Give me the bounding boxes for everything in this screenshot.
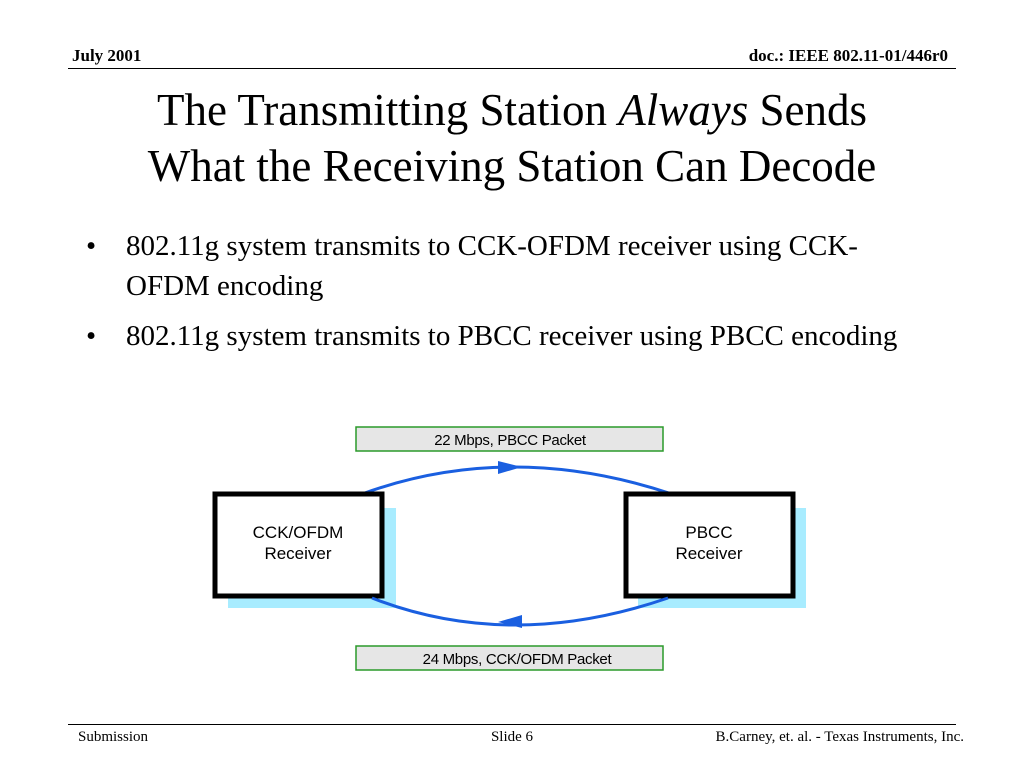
footer-slide-number: Slide 6 [490,729,534,745]
bottom-packet-box [355,645,664,671]
footer-authors: B.Carney, et. al. - Texas Instruments, I… [715,729,964,745]
top-packet-label: 22 Mbps, PBCC Packet [434,432,587,449]
top-packet-box [355,426,664,452]
bullet-list: • 802.11g system transmits to CCK-OFDM r… [86,226,926,366]
left-receiver-node [212,491,385,599]
bottom-packet-label: 24 Mbps, CCK/OFDM Packet [423,651,613,668]
header-date: July 2001 [72,46,142,65]
left-node-line1: CCK/OFDM [253,523,344,542]
header-doc-id: doc.: IEEE 802.11-01/446r0 [748,46,948,65]
bullet-item: • 802.11g system transmits to PBCC recei… [86,316,926,356]
footer-submission: Submission [78,729,149,745]
bullet-item: • 802.11g system transmits to CCK-OFDM r… [86,226,926,306]
right-node-line2: Receiver [675,544,742,563]
title-part1: The Transmitting Station [156,85,619,135]
header-rule [68,68,956,69]
footer-rule [68,724,956,725]
bottom-arrowhead-icon [498,615,522,628]
title-emphasis: Always [618,85,749,135]
left-node-line2: Receiver [264,544,331,563]
title-part2: Sends [748,85,868,135]
bullet-text: 802.11g system transmits to CCK-OFDM rec… [126,230,858,302]
bullet-text: 802.11g system transmits to PBCC receive… [126,320,898,352]
title-line2: What the Receiving Station Can Decode [147,141,877,191]
right-node-line1: PBCC [685,523,732,542]
top-arrowhead-icon [498,461,522,474]
bullet-dot: • [86,320,97,352]
right-receiver-node [623,491,796,599]
top-transmit-arc [361,465,673,496]
slide-title: The Transmitting Station Always Sends Wh… [40,82,984,194]
bullet-dot: • [86,230,97,262]
